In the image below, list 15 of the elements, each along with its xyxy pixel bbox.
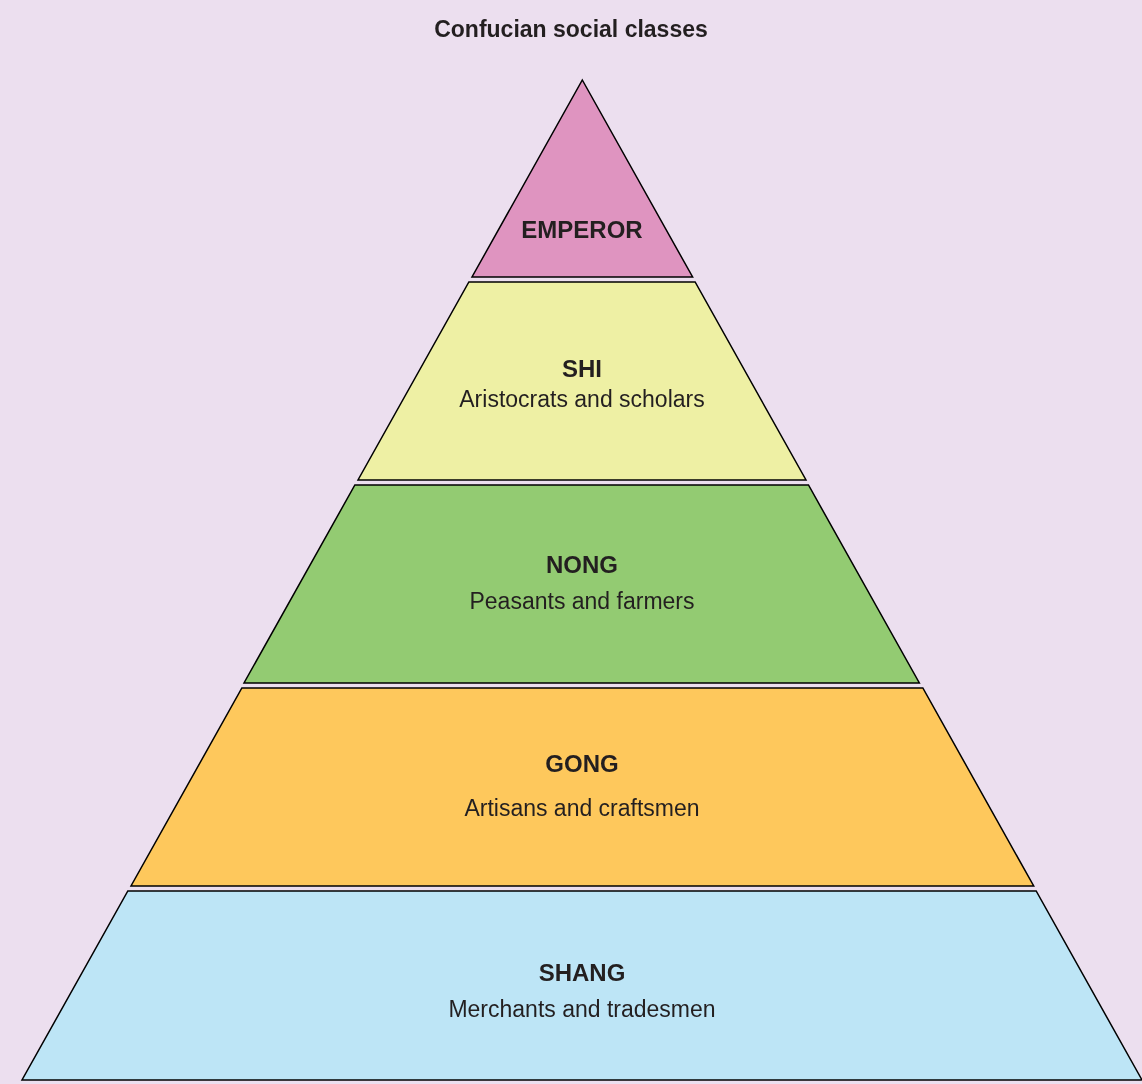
- tier-description: Merchants and tradesmen: [448, 995, 716, 1024]
- tier-heading: NONG: [546, 550, 618, 580]
- pyramid-tier: [244, 485, 920, 683]
- pyramid-tier: [130, 688, 1034, 886]
- tier-heading: SHI: [562, 354, 602, 384]
- pyramid-tier: [358, 282, 806, 480]
- pyramid-tier: [22, 891, 1142, 1080]
- tier-description: Artisans and craftsmen: [464, 794, 700, 823]
- tier-heading: SHANG: [538, 958, 626, 988]
- diagram-title: Confucian social classes: [433, 15, 709, 44]
- tier-description: Peasants and farmers: [469, 587, 695, 616]
- pyramid-apex: [471, 80, 693, 277]
- tier-description: Aristocrats and scholars: [459, 385, 705, 414]
- tier-heading: GONG: [545, 749, 619, 779]
- tier-heading: EMPEROR: [521, 215, 643, 245]
